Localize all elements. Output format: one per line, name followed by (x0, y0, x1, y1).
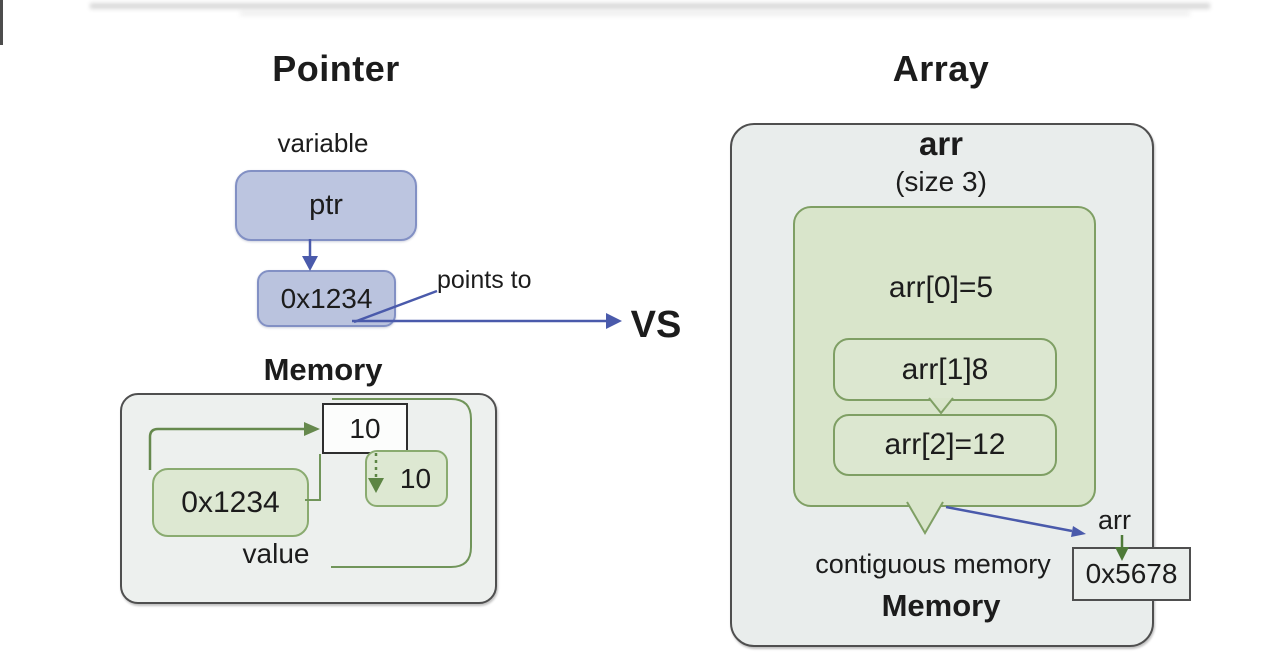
arr-pointer-label: arr (1098, 505, 1131, 535)
value-label: value (242, 538, 310, 569)
ptr-variable-label: ptr (309, 189, 343, 221)
compression-artifact-band (90, 3, 1210, 9)
pointer-title: Pointer (272, 48, 400, 89)
array-element-2: arr[2]=12 (884, 428, 1006, 461)
variable-label: variable (277, 128, 369, 158)
memory-cell-box: 10 (322, 403, 408, 454)
memory-address-value: 0x1234 (181, 485, 280, 519)
array-element-2-box: arr[2]=12 (833, 414, 1057, 476)
points-to-label: points to (437, 266, 532, 294)
array-address-box: 0x5678 (1072, 547, 1191, 601)
array-element-1-box: arr[1]8 (833, 338, 1057, 401)
screen-edge-artifact (0, 0, 3, 45)
array-address-value: 0x5678 (1085, 558, 1178, 589)
ptr-variable-box: ptr (235, 170, 417, 241)
dereferenced-value: 10 (399, 462, 432, 494)
memory-address-box: 0x1234 (152, 468, 309, 537)
array-size-label: (size 3) (895, 166, 987, 197)
array-elements-bubble (793, 206, 1096, 507)
contiguous-memory-label: contiguous memory (815, 549, 1051, 579)
dereferenced-value-box: 10 (365, 450, 448, 507)
array-memory-title: Memory (881, 588, 1001, 623)
array-title: Array (892, 48, 990, 89)
pointer-memory-title: Memory (263, 352, 383, 387)
array-element-0: arr[0]=5 (888, 271, 994, 304)
array-name-label: arr (918, 125, 964, 162)
pointer-address-box: 0x1234 (257, 270, 396, 327)
array-element-1: arr[1]8 (901, 352, 989, 386)
ptr-to-address-arrow-icon (302, 239, 318, 271)
compression-artifact-band-2 (240, 11, 1190, 16)
pointer-address-value: 0x1234 (280, 282, 373, 314)
memory-cell-value: 10 (349, 412, 381, 444)
vs-label: VS (630, 304, 682, 346)
